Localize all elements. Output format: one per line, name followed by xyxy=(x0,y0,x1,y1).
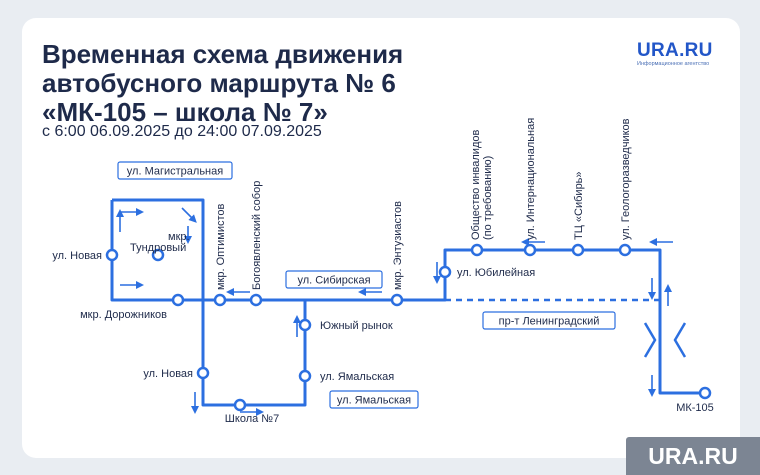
stop-optimistov xyxy=(213,293,227,307)
stop-sobor xyxy=(249,293,263,307)
label-yamalskaya: ул. Ямальская xyxy=(320,371,394,383)
stop-invalidov xyxy=(470,243,484,257)
stop-mk105 xyxy=(698,386,712,400)
watermark: URA.RU xyxy=(626,437,760,475)
stop-tc-sibir xyxy=(571,243,585,257)
label-tc-sibir: ТЦ «Сибирь» xyxy=(573,171,585,240)
label-invalidov-2: (по требованию) xyxy=(482,156,494,240)
bridge-right xyxy=(673,322,687,358)
stop-markers xyxy=(105,243,712,412)
stop-entuziastov xyxy=(390,293,404,307)
arrow-3 xyxy=(181,207,197,223)
bridge-left xyxy=(643,322,657,358)
background-card xyxy=(22,18,740,458)
stop-novaya-bottom xyxy=(196,366,210,380)
street-yamalskaya: ул. Ямальская xyxy=(337,395,411,407)
label-geologorazvedchikov: ул. Геологоразведчиков xyxy=(620,118,632,240)
route-line-tundrovy-inner xyxy=(112,198,205,300)
label-invalidov-1: Общество инвалидов xyxy=(470,130,482,240)
label-internatsionalnaya: ул. Интернациональная xyxy=(525,118,537,240)
label-mk105: МК-105 xyxy=(676,402,714,414)
label-novaya-bottom: ул. Новая xyxy=(143,368,193,380)
label-novaya-top: ул. Новая xyxy=(52,250,102,262)
label-yubileynaya: ул. Юбилейная xyxy=(457,267,535,279)
logo-name: URA.RU xyxy=(637,40,713,61)
stop-tundrovy xyxy=(151,248,165,262)
label-tundrovy-1: мкр. xyxy=(168,231,190,243)
logo-tagline: Информационное агентство xyxy=(637,61,710,67)
stop-school xyxy=(233,398,247,412)
street-magistralnaya: ул. Магистральная xyxy=(127,166,223,178)
stop-yubileynaya xyxy=(438,265,452,279)
bridge-marks xyxy=(643,322,687,358)
stop-geologorazvedchikov xyxy=(618,243,632,257)
page-title: Временная схема движения автобусного мар… xyxy=(42,39,404,127)
label-school: Школа №7 xyxy=(225,413,279,425)
street-leningradsky: пр-т Ленинградский xyxy=(499,316,600,328)
label-optimistov: мкр. Оптимистов xyxy=(215,203,227,290)
label-tundrovy-2: Тундровый xyxy=(130,242,186,254)
stop-labels: ул. Новая мкр. Тундровый мкр. Дорожников… xyxy=(52,118,713,425)
route-line-south xyxy=(201,300,307,407)
street-sibirskaya: ул. Сибирская xyxy=(297,275,370,287)
label-sobor: Богоявленский собор xyxy=(251,181,263,290)
stop-yuzhny-rynok xyxy=(298,318,312,332)
stop-internatsionalnaya xyxy=(523,243,537,257)
label-entuziastov: мкр. Энтузиастов xyxy=(392,201,404,290)
label-dorozhnikov: мкр. Дорожников xyxy=(80,309,167,321)
street-labels: ул. Магистральная ул. Сибирская ул. Ямал… xyxy=(117,161,616,409)
label-yuzhny-rynok: Южный рынок xyxy=(320,320,393,332)
direction-arrows xyxy=(116,207,673,416)
stop-yamalskaya xyxy=(298,369,312,383)
stop-novaya-top xyxy=(105,248,119,262)
brand-logo: URA.RU Информационное агентство xyxy=(637,40,713,67)
date-range: с 6:00 06.09.2025 до 24:00 07.09.2025 xyxy=(42,123,322,140)
route-line-main xyxy=(203,248,705,395)
stop-dorozhnikov xyxy=(171,293,185,307)
